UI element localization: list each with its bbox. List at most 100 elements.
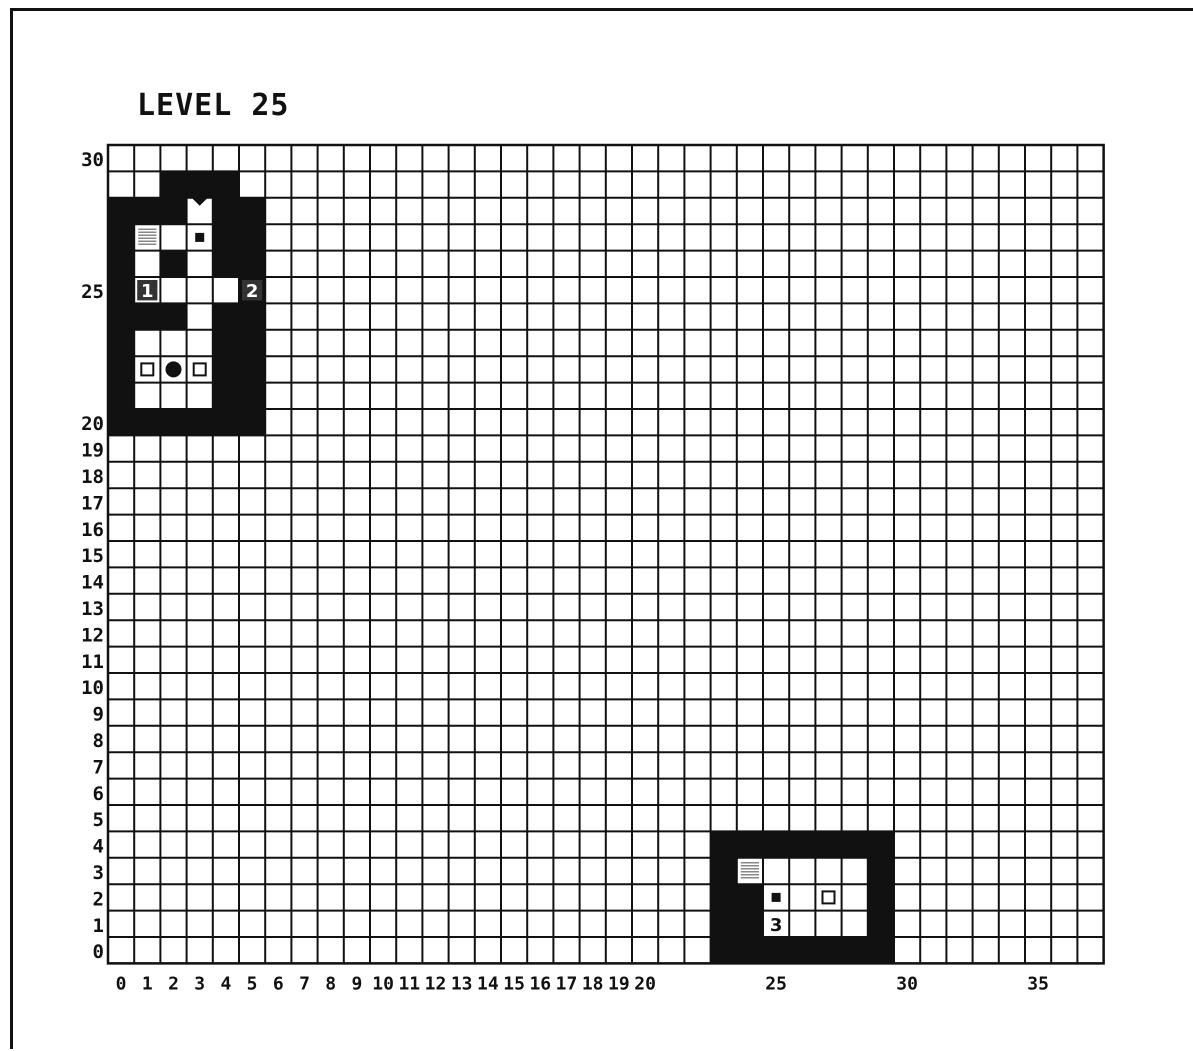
- grid-cell[interactable]: [894, 673, 920, 699]
- grid-cell[interactable]: [1051, 541, 1077, 567]
- grid-cell[interactable]: [711, 251, 737, 277]
- grid-cell[interactable]: [291, 145, 317, 171]
- grid-cell[interactable]: [1051, 409, 1077, 435]
- grid-cell[interactable]: [999, 515, 1025, 541]
- grid-cell[interactable]: [108, 779, 134, 805]
- grid-cell[interactable]: [999, 937, 1025, 963]
- grid-cell[interactable]: [475, 435, 501, 461]
- grid-cell[interactable]: [239, 726, 265, 752]
- grid-cell[interactable]: [187, 779, 213, 805]
- grid-cell[interactable]: [475, 409, 501, 435]
- grid-cell[interactable]: [291, 647, 317, 673]
- grid-cell[interactable]: [894, 145, 920, 171]
- grid-cell[interactable]: [239, 462, 265, 488]
- grid-cell[interactable]: [920, 594, 946, 620]
- grid-cell[interactable]: [999, 884, 1025, 910]
- grid-cell[interactable]: [658, 515, 684, 541]
- grid-cell[interactable]: [527, 488, 553, 514]
- grid-cell[interactable]: [789, 198, 815, 224]
- grid-cell[interactable]: [815, 726, 841, 752]
- grid-cell[interactable]: [501, 251, 527, 277]
- grid-cell[interactable]: [999, 251, 1025, 277]
- grid-cell[interactable]: [318, 779, 344, 805]
- grid-cell[interactable]: [894, 330, 920, 356]
- grid-cell[interactable]: [842, 858, 868, 884]
- grid-cell[interactable]: [370, 356, 396, 382]
- grid-cell[interactable]: [789, 145, 815, 171]
- grid-cell[interactable]: [658, 937, 684, 963]
- grid-cell[interactable]: [1077, 462, 1103, 488]
- grid-cell[interactable]: [265, 145, 291, 171]
- grid-cell[interactable]: [789, 567, 815, 593]
- grid-cell[interactable]: [265, 198, 291, 224]
- grid-cell[interactable]: [815, 303, 841, 329]
- grid-cell[interactable]: [711, 726, 737, 752]
- grid-cell[interactable]: [501, 462, 527, 488]
- grid-cell[interactable]: [763, 198, 789, 224]
- grid-cell[interactable]: [711, 594, 737, 620]
- grid-cell[interactable]: [711, 752, 737, 778]
- grid-cell[interactable]: [632, 594, 658, 620]
- grid-cell[interactable]: [501, 198, 527, 224]
- grid-cell[interactable]: [213, 462, 239, 488]
- grid-cell[interactable]: [318, 277, 344, 303]
- grid-cell[interactable]: [1051, 330, 1077, 356]
- grid-cell[interactable]: [501, 594, 527, 620]
- grid-cell[interactable]: [1051, 171, 1077, 197]
- grid-cell[interactable]: [501, 171, 527, 197]
- grid-cell[interactable]: [737, 198, 763, 224]
- grid-cell[interactable]: [265, 620, 291, 646]
- grid-cell[interactable]: [213, 726, 239, 752]
- grid-cell[interactable]: [632, 330, 658, 356]
- grid-cell[interactable]: [789, 171, 815, 197]
- grid-cell[interactable]: [449, 911, 475, 937]
- grid-cell[interactable]: [213, 620, 239, 646]
- grid-cell[interactable]: [632, 831, 658, 857]
- grid-cell[interactable]: [475, 647, 501, 673]
- grid-cell[interactable]: [920, 171, 946, 197]
- grid-cell[interactable]: [265, 488, 291, 514]
- grid-cell[interactable]: [684, 277, 710, 303]
- grid-cell[interactable]: [894, 567, 920, 593]
- grid-cell[interactable]: [684, 515, 710, 541]
- grid-cell[interactable]: [999, 699, 1025, 725]
- grid-cell[interactable]: [920, 224, 946, 250]
- grid-cell[interactable]: [606, 937, 632, 963]
- grid-cell[interactable]: [868, 594, 894, 620]
- grid-cell[interactable]: [789, 277, 815, 303]
- grid-cell[interactable]: [606, 858, 632, 884]
- grid-cell[interactable]: [920, 409, 946, 435]
- grid-cell[interactable]: [318, 858, 344, 884]
- grid-cell[interactable]: [553, 171, 579, 197]
- grid-cell[interactable]: [632, 409, 658, 435]
- grid-cell[interactable]: [737, 356, 763, 382]
- grid-cell[interactable]: [1051, 515, 1077, 541]
- grid-cell[interactable]: [134, 462, 160, 488]
- grid-cell[interactable]: [606, 647, 632, 673]
- grid-cell[interactable]: [973, 805, 999, 831]
- grid-cell[interactable]: [737, 752, 763, 778]
- grid-cell[interactable]: [842, 277, 868, 303]
- grid-cell[interactable]: [1025, 515, 1051, 541]
- grid-cell[interactable]: [999, 409, 1025, 435]
- grid-cell[interactable]: [973, 224, 999, 250]
- grid-cell[interactable]: [606, 145, 632, 171]
- grid-cell[interactable]: [344, 383, 370, 409]
- grid-cell[interactable]: [475, 198, 501, 224]
- grid-cell[interactable]: [999, 541, 1025, 567]
- grid-cell[interactable]: [999, 435, 1025, 461]
- grid-cell[interactable]: [1051, 911, 1077, 937]
- grid-cell[interactable]: [553, 488, 579, 514]
- grid-cell[interactable]: [684, 303, 710, 329]
- grid-cell[interactable]: [396, 726, 422, 752]
- grid-cell[interactable]: [789, 435, 815, 461]
- grid-cell[interactable]: [684, 699, 710, 725]
- grid-cell[interactable]: [134, 752, 160, 778]
- grid-cell[interactable]: [815, 779, 841, 805]
- grid-cell[interactable]: [815, 647, 841, 673]
- grid-cell[interactable]: [1077, 884, 1103, 910]
- grid-cell[interactable]: [449, 673, 475, 699]
- grid-cell[interactable]: [737, 462, 763, 488]
- grid-cell[interactable]: [370, 831, 396, 857]
- grid-cell[interactable]: [501, 779, 527, 805]
